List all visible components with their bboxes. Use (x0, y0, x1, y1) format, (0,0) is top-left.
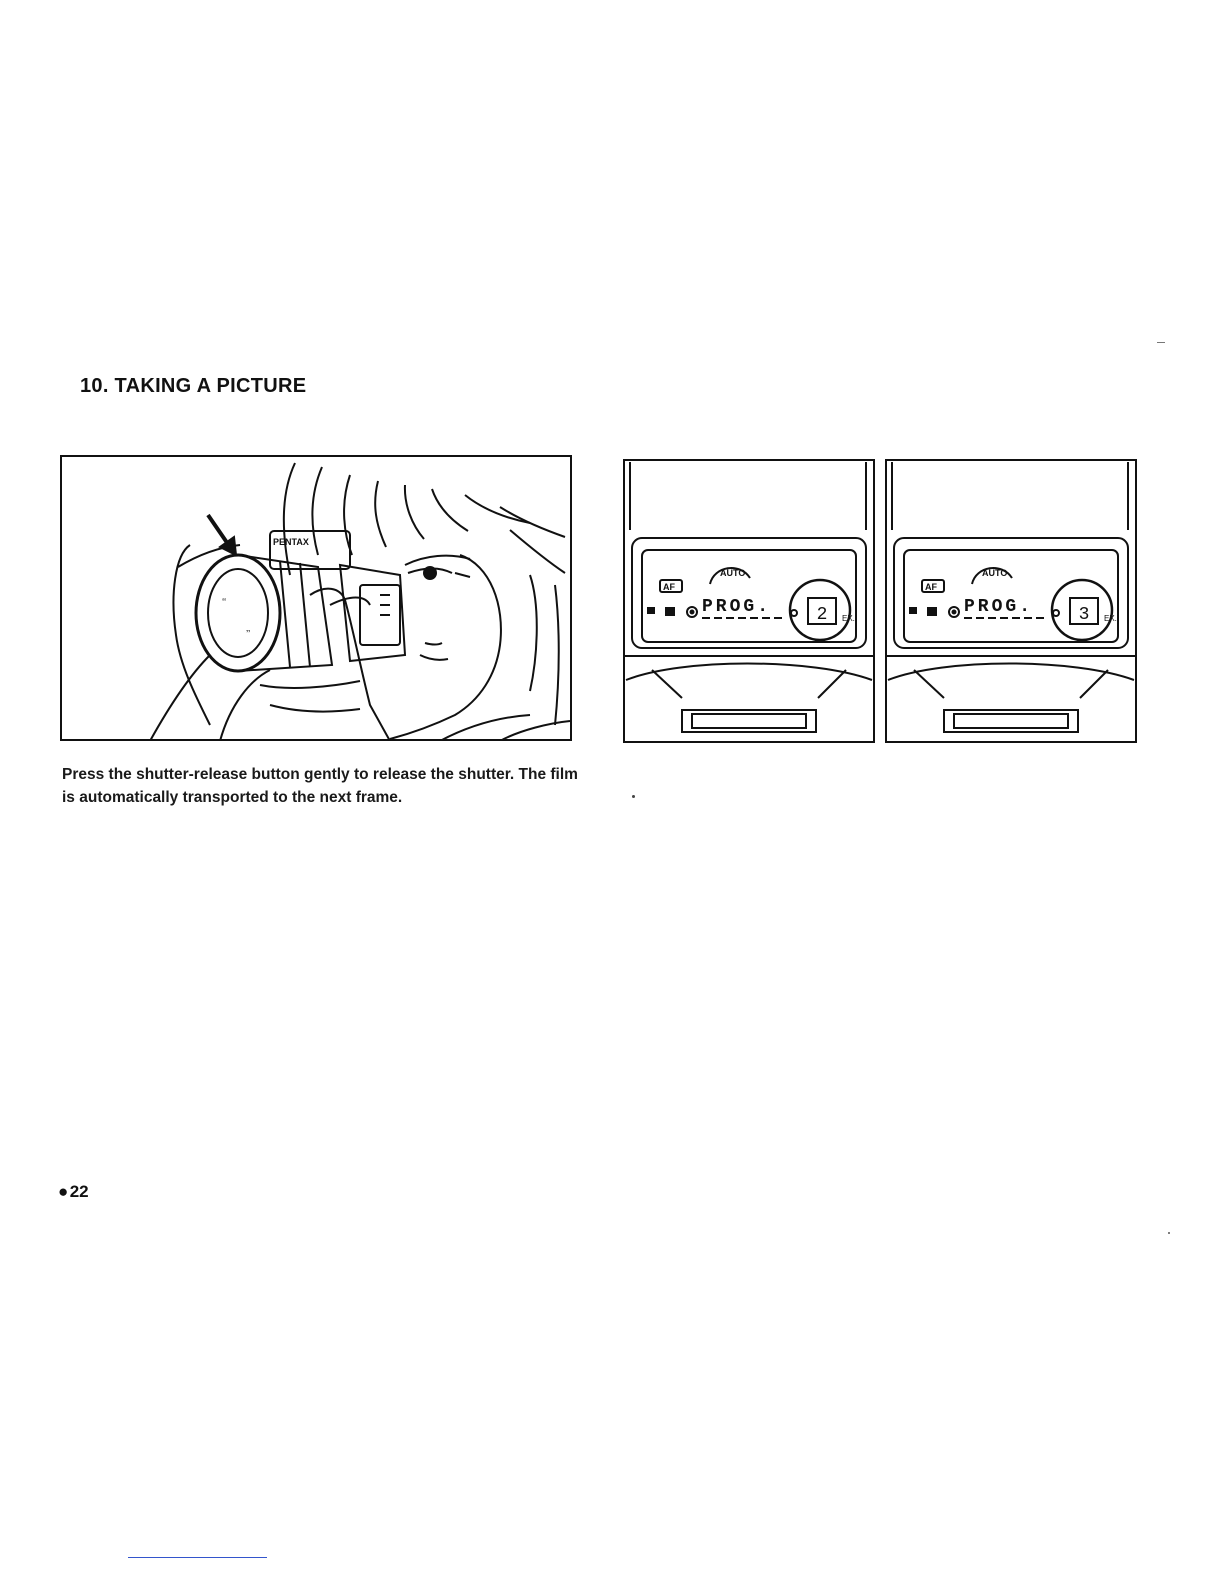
mode-text-2: PROG. (964, 597, 1033, 617)
mode-text-1: PROG. (702, 597, 771, 617)
svg-text:’’: ’’ (246, 629, 250, 640)
lcd-panel-1: AUTO AF PROG. 2 EX. (624, 460, 874, 742)
scan-dot (632, 795, 635, 798)
bullet-icon: ● (58, 1182, 70, 1201)
auto-label-2: AUTO (982, 568, 1007, 578)
frame-count-2: 3 (1079, 605, 1090, 625)
svg-text:‘‘: ‘‘ (222, 597, 226, 608)
auto-label-1: AUTO (720, 568, 745, 578)
camera-brand-label: PENTAX (273, 537, 309, 547)
af-label-2: AF (925, 582, 937, 592)
lcd-panel-2: AUTO AF PROG. 3 EX. (886, 460, 1136, 742)
frame-count-1: 2 (817, 605, 828, 625)
ex-label-2: EX. (1104, 614, 1117, 623)
page-number: ● 22 (58, 1182, 89, 1202)
taking-picture-illustration: PENTAX ‘‘ ’’ (60, 455, 572, 741)
scan-mark (1157, 342, 1165, 343)
footer-rule (128, 1557, 267, 1558)
scan-dot (1168, 1232, 1170, 1234)
instruction-caption: Press the shutter-release button gently … (62, 763, 582, 809)
ex-label-1: EX. (842, 614, 855, 623)
page-number-value: 22 (70, 1182, 89, 1201)
section-title: 10. TAKING A PICTURE (80, 375, 306, 398)
lcd-panels: AUTO AF PROG. 2 EX. AUTO AF PROG. (622, 458, 1138, 746)
af-label-1: AF (663, 582, 675, 592)
